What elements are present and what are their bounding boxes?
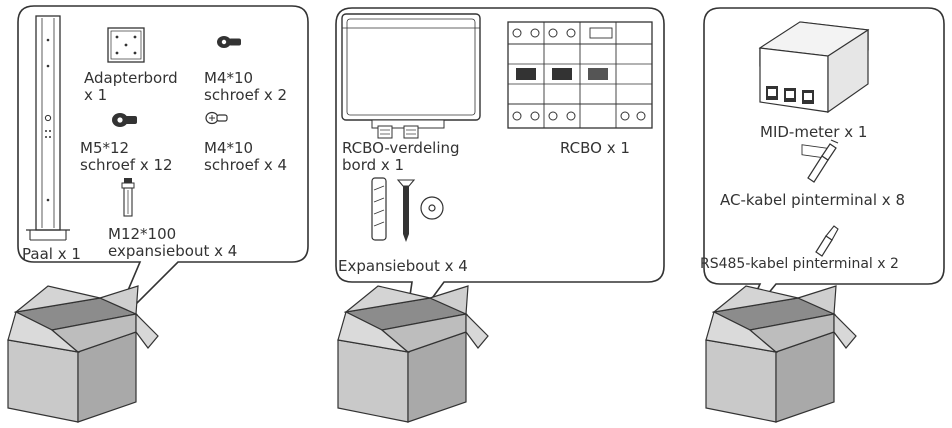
open-box-3 — [705, 285, 857, 423]
speech-bubble-1 — [17, 5, 309, 329]
label-adapter-board: Adapterbord x 1 — [84, 69, 178, 104]
label-screw-m4-a: M4*10 schroef x 2 — [204, 69, 288, 104]
open-box-1 — [7, 285, 159, 423]
label-ac-terminal: AC-kabel pinterminal x 8 — [720, 191, 905, 209]
label-rcbo: RCBO x 1 — [560, 139, 630, 157]
rcbo-icon — [507, 21, 653, 129]
pole-icon — [26, 15, 70, 241]
wall-plug-icon — [371, 177, 387, 241]
adapter-board-icon — [107, 27, 145, 63]
label-mid-meter: MID-meter x 1 — [760, 123, 868, 141]
label-pole: Paal x 1 — [22, 245, 81, 263]
expansion-bolt-icon — [121, 178, 135, 217]
label-screw-m5: M5*12 schroef x 12 — [80, 139, 173, 174]
distribution-board-icon — [341, 13, 481, 139]
label-rs485-terminal: RS485-kabel pinterminal x 2 — [700, 256, 899, 272]
screw-m4-dark-icon — [217, 36, 241, 48]
screw-icon — [396, 179, 416, 242]
rs485-pin-terminal-icon — [815, 225, 839, 257]
label-expansion-kit: Expansiebout x 4 — [338, 257, 468, 275]
mid-meter-icon — [758, 21, 870, 159]
label-screw-m4-b: M4*10 schroef x 4 — [204, 139, 288, 174]
open-box-2 — [337, 285, 489, 423]
label-distribution-board: RCBO-verdeling bord x 1 — [342, 139, 460, 174]
washer-icon — [420, 196, 444, 220]
ac-pin-terminal-icon — [807, 139, 839, 183]
screw-m5-icon — [112, 113, 137, 127]
label-expansion-bolt: M12*100 expansiebout x 4 — [108, 225, 238, 260]
screw-m4-outline-icon — [205, 111, 228, 125]
